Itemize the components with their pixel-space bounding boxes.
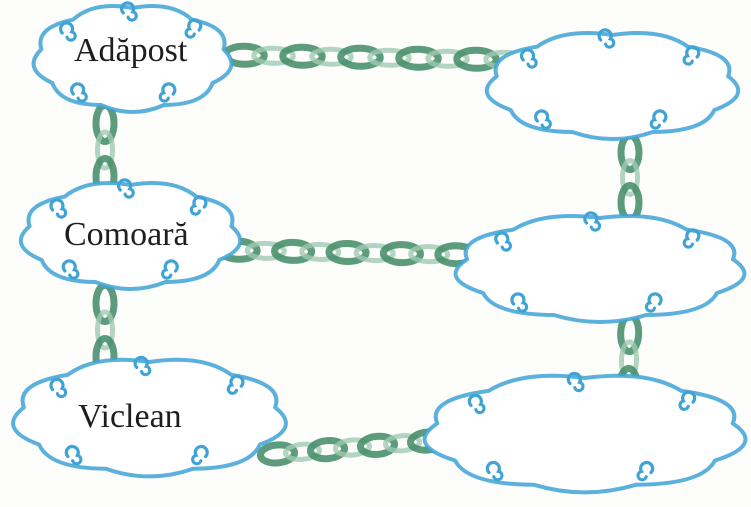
chain-link xyxy=(395,45,442,71)
cloud-swirl xyxy=(191,444,209,466)
word-comoara: Comoară xyxy=(64,216,189,253)
chain-link xyxy=(306,437,349,463)
chain-link xyxy=(332,437,373,458)
chain-link xyxy=(367,47,412,68)
chain-link xyxy=(279,43,326,69)
cloud-swirl xyxy=(49,198,68,219)
cloud-swirl xyxy=(510,292,529,313)
chain-link xyxy=(299,241,342,262)
cloud-swirl xyxy=(158,82,177,103)
chain-link xyxy=(353,243,396,264)
cloud-outline xyxy=(422,373,748,495)
cloud-swirl xyxy=(70,82,88,103)
chain-link xyxy=(408,244,451,265)
chain-link xyxy=(309,46,354,67)
chain-link xyxy=(95,129,115,171)
cloud-swirl xyxy=(649,109,668,130)
cloud-swirl xyxy=(494,231,512,252)
cloud-swirl xyxy=(519,48,538,69)
cloud-bottom-left xyxy=(11,355,288,479)
cloud-swirl xyxy=(636,460,655,482)
cloud-swirl xyxy=(58,21,77,42)
cloud-outline xyxy=(484,31,741,141)
chain-bottom xyxy=(256,428,449,467)
chain-link xyxy=(453,46,500,72)
chain-link xyxy=(271,238,316,264)
cloud-swirl xyxy=(49,377,68,399)
cloud-middle-left xyxy=(18,178,243,291)
chain-link xyxy=(251,45,296,66)
chain-link xyxy=(337,44,384,70)
cloud-swirl xyxy=(682,228,701,249)
chain-link xyxy=(382,433,423,454)
cloud-outline xyxy=(18,181,243,291)
cloud-swirl xyxy=(467,393,486,415)
chain-link xyxy=(282,441,323,462)
chain-link xyxy=(244,240,287,261)
chain-link xyxy=(256,441,299,467)
cloud-swirl xyxy=(644,292,663,313)
cloud-swirl xyxy=(682,45,701,66)
word-adapost: Adăpost xyxy=(74,32,188,69)
chain-link xyxy=(325,239,370,266)
cloud-swirl xyxy=(597,28,616,49)
cloud-swirl xyxy=(117,178,135,199)
chain-link xyxy=(620,158,640,197)
cloud-swirl xyxy=(184,18,203,39)
cloud-outline xyxy=(453,213,747,324)
cloud-swirl xyxy=(64,444,83,466)
chain-link xyxy=(425,48,470,69)
cloud-outline xyxy=(11,357,288,479)
chain-middle xyxy=(216,237,479,268)
word-viclean: Viclean xyxy=(78,398,182,435)
chain-top xyxy=(221,42,528,72)
cloud-middle-right xyxy=(453,211,747,324)
cloud-swirl xyxy=(120,1,138,22)
chain-link xyxy=(356,432,399,458)
cloud-swirl xyxy=(189,195,208,216)
cloud-swirl xyxy=(583,211,602,232)
cloud-top-left xyxy=(31,1,234,114)
chain-link xyxy=(379,241,424,267)
cloud-swirl xyxy=(485,460,504,482)
chain-link xyxy=(95,309,115,351)
cloud-swirl xyxy=(133,355,152,377)
cloud-top-right xyxy=(484,28,741,141)
cloud-swirl xyxy=(161,259,179,280)
cloud-swirl xyxy=(226,374,245,395)
cloud-bottom-right xyxy=(422,371,748,495)
cloud-swirl xyxy=(61,259,80,280)
cloud-swirl xyxy=(534,109,552,130)
cloud-swirl xyxy=(678,390,697,411)
chain-right-upper xyxy=(617,132,643,223)
cloud-outline xyxy=(31,4,234,114)
cloud-swirl xyxy=(566,371,585,393)
